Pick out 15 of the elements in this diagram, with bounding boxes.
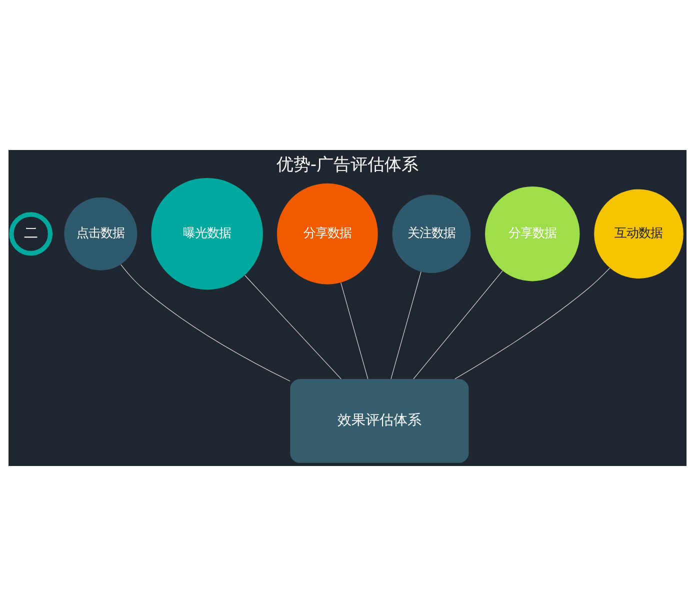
node-circle: 分享数据 — [485, 186, 580, 282]
node-circle: 曝光数据 — [151, 178, 263, 290]
connector — [244, 275, 342, 380]
diagram-title: 优势-广告评估体系 — [276, 154, 419, 175]
node-circle: 分享数据 — [276, 183, 378, 284]
node-circle: 互动数据 — [594, 189, 684, 278]
connector — [120, 264, 290, 382]
node-circle: 二 — [9, 212, 53, 256]
connector — [454, 268, 610, 380]
node-box: 效果评估体系 — [290, 379, 469, 463]
connector — [390, 271, 422, 380]
connector — [340, 282, 368, 380]
connector — [413, 270, 503, 380]
node-circle: 关注数据 — [392, 194, 471, 274]
node-circle: 点击数据 — [64, 197, 138, 270]
